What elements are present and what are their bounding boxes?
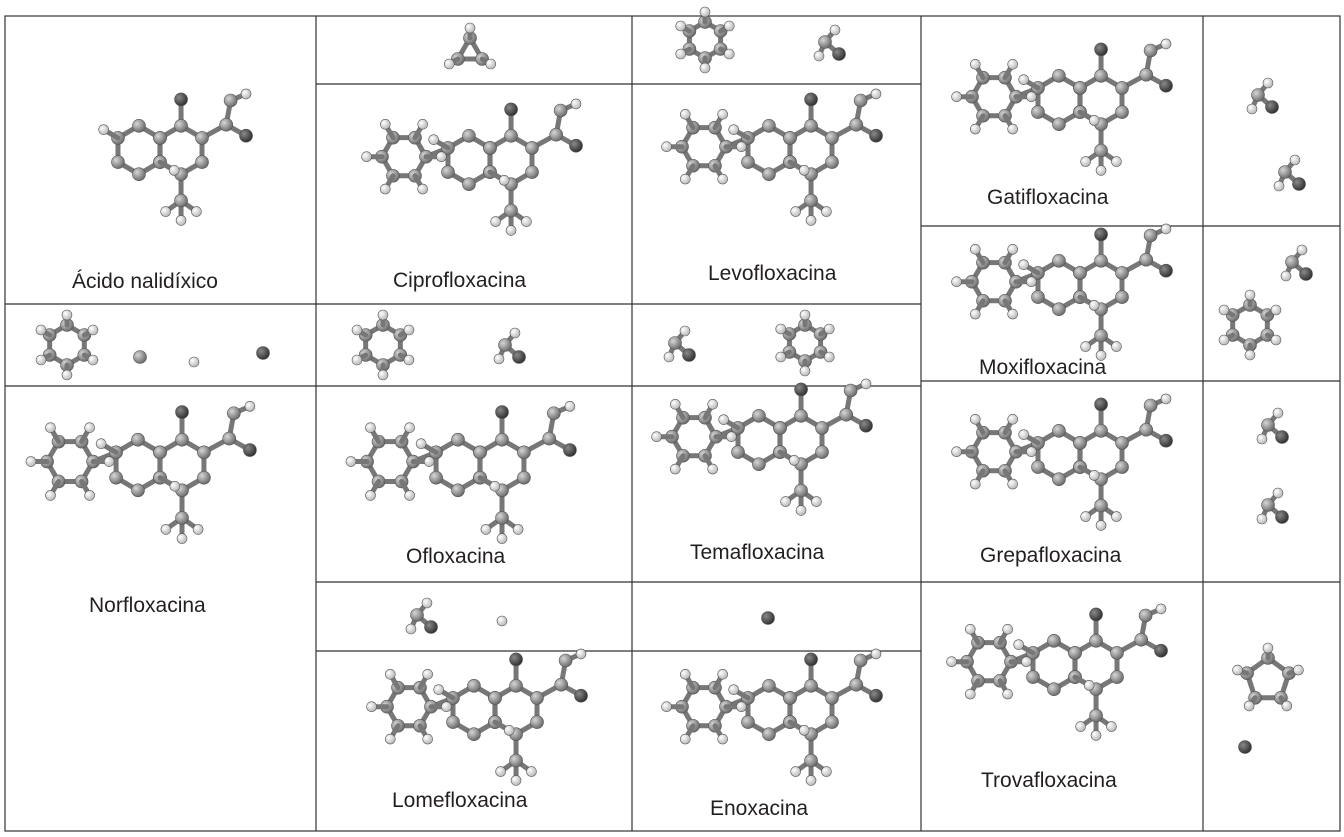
- model-levofloxacina: [661, 88, 883, 226]
- label-enoxacina: Enoxacina: [710, 797, 809, 820]
- label-temafloxacina: Temafloxacina: [690, 541, 825, 564]
- fragment-levo-2: [813, 24, 846, 62]
- label-ciprofloxacina: Ciprofloxacina: [393, 269, 527, 292]
- label-lomefloxacina: Lomefloxacina: [392, 789, 528, 812]
- model-lomefloxacina: [366, 648, 588, 786]
- fragment-trova-atom: [1238, 740, 1252, 754]
- model-enoxacina: [661, 648, 883, 786]
- model-temafloxacina: [651, 378, 873, 516]
- fragment-gati-1: [1246, 77, 1279, 115]
- fragment-oflo-atom: [496, 615, 508, 627]
- label-levofloxacina: Levofloxacina: [708, 262, 837, 285]
- fragment-grepa-2: [1256, 487, 1289, 525]
- fragment-gati-2: [1273, 154, 1306, 192]
- fragment-cipro-2: [493, 327, 526, 365]
- fragment-nalidixico-ring: [35, 309, 99, 381]
- fragment-moxi-ring: [1218, 289, 1282, 361]
- model-ofloxacina: [345, 401, 577, 544]
- fragment-atom-2: [188, 356, 200, 368]
- fragment-levo-3: [663, 325, 696, 363]
- fragment-trova-ring: [1232, 642, 1304, 712]
- fragment-ring-levo: [675, 6, 735, 74]
- grid-lines: [4, 15, 1341, 832]
- fragment-cyclopropyl: [443, 22, 497, 70]
- model-gatifloxacina: [951, 38, 1173, 176]
- model-acido-nalidixico: [98, 88, 253, 226]
- fragment-atom-1: [133, 350, 147, 364]
- label-grepafloxacina: Grepafloxacina: [980, 544, 1122, 567]
- fragment-benzene: [775, 309, 835, 377]
- label-acido-nalidixico: Ácido nalidíxico: [72, 270, 218, 293]
- model-ciprofloxacina: [361, 98, 583, 236]
- fragment-atom-3: [256, 346, 270, 360]
- fragment-enox-atom: [761, 611, 775, 625]
- model-grepafloxacina: [951, 393, 1173, 531]
- model-trovafloxacina: [946, 603, 1168, 741]
- fragment-moxi-1: [1280, 244, 1313, 282]
- fragment-oflo-1: [405, 597, 438, 635]
- fragment-cipro-ring: [351, 309, 415, 381]
- label-norfloxacina: Norfloxacina: [89, 594, 206, 617]
- model-moxifloxacina: [951, 223, 1173, 361]
- ball-and-stick-models: [25, 6, 1313, 786]
- model-norfloxacina: [25, 401, 257, 544]
- label-trovafloxacina: Trovafloxacina: [981, 769, 1117, 792]
- label-moxifloxacina: Moxifloxacina: [979, 356, 1107, 379]
- label-gatifloxacina: Gatifloxacina: [987, 186, 1109, 209]
- label-ofloxacina: Ofloxacina: [406, 545, 506, 568]
- fragment-grepa-1: [1256, 407, 1289, 445]
